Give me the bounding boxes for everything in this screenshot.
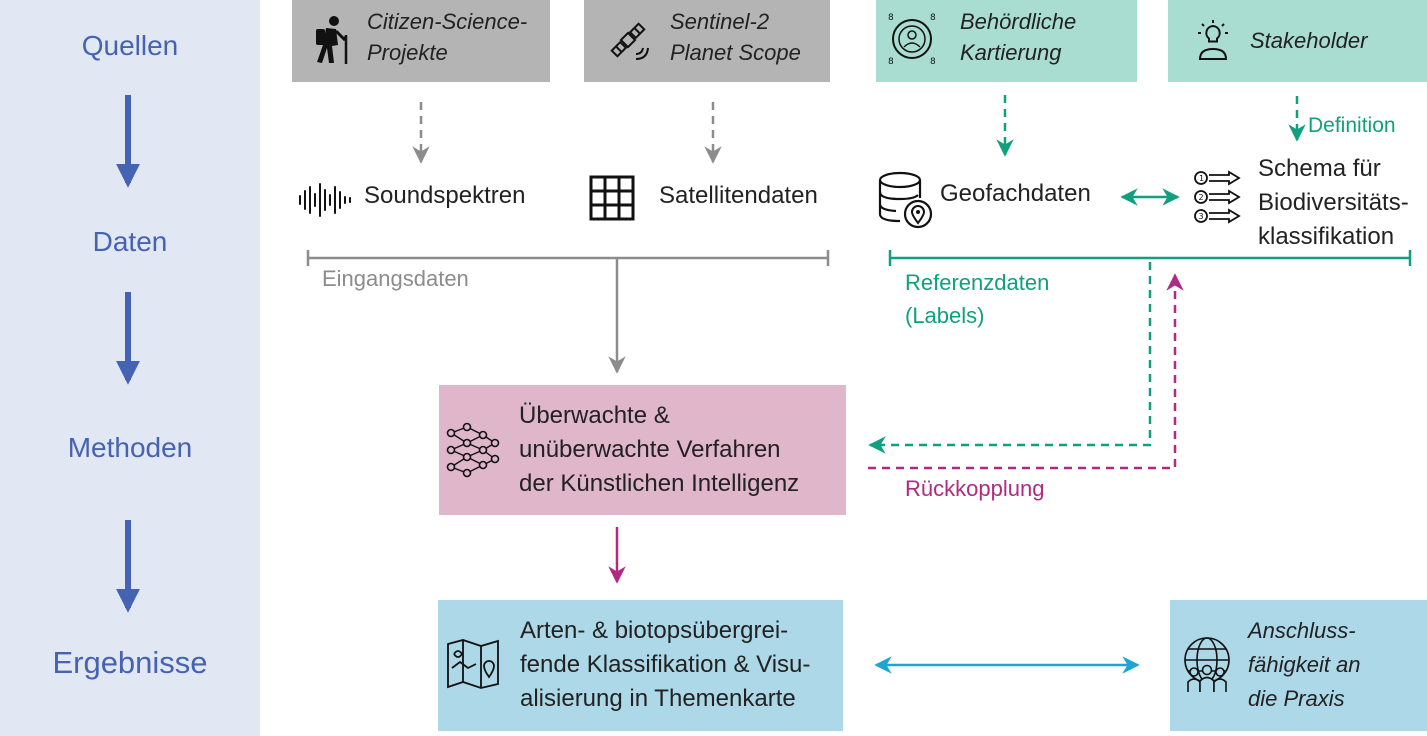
arrow-reference-to-method <box>868 262 1152 454</box>
result-box: Arten- & biotopsübergrei- fende Klassifi… <box>438 600 843 731</box>
satellite-icon <box>610 22 649 60</box>
svg-text:8: 8 <box>930 13 936 23</box>
source-citizen-label: Citizen-Science-Projekte <box>367 9 528 65</box>
svg-text:1: 1 <box>1199 174 1204 183</box>
grid-icon <box>589 175 635 221</box>
svg-text:2: 2 <box>1199 193 1204 202</box>
svg-text:8: 8 <box>930 57 936 66</box>
practice-box: Anschluss- fähigkeit an die Praxis <box>1170 600 1427 731</box>
svg-text:3: 3 <box>1199 212 1204 221</box>
authority-person-icon: 8 8 8 8 <box>888 13 936 66</box>
stage-results: Ergebnisse <box>52 645 208 680</box>
source-stakeholder: Stakeholder <box>1168 0 1427 82</box>
idea-person-icon <box>1198 20 1228 60</box>
sound-wave-icon <box>299 183 351 217</box>
folded-map-icon <box>447 639 499 689</box>
geodata-label: Geofachdaten <box>940 180 1091 207</box>
definition-label: Definition <box>1308 114 1396 137</box>
database-location-icon <box>878 171 933 229</box>
sound-spectra-label: Soundspektren <box>364 182 526 209</box>
neural-network-icon <box>446 422 500 478</box>
practice-label: Anschluss- fähigkeit an die Praxis <box>1248 618 1361 711</box>
stage-sources: Quellen <box>81 30 179 61</box>
source-citizen-science: Citizen-Science-Projekte <box>292 0 550 82</box>
numbered-list-icon: 1 2 3 <box>1194 170 1241 224</box>
method-box: Überwachte & unüberwachte Verfahren der … <box>439 385 846 515</box>
globe-community-icon <box>1184 637 1230 692</box>
stage-methods: Methoden <box>67 432 193 463</box>
result-label: Arten- & biotopsübergrei- fende Klassifi… <box>520 617 811 712</box>
svg-text:8: 8 <box>888 57 894 66</box>
reference-data-label: Referenzdaten (Labels) <box>905 270 1050 328</box>
input-data-label: Eingangsdaten <box>322 266 469 291</box>
hiker-icon <box>316 16 348 64</box>
svg-text:8: 8 <box>888 13 894 23</box>
schema-label: Schema für Biodiversitäts- klassifikatio… <box>1258 155 1409 250</box>
stage-data: Daten <box>92 226 168 257</box>
source-stakeholder-label: Stakeholder <box>1250 28 1368 53</box>
feedback-label: Rückkopplung <box>905 476 1045 501</box>
satellite-data-label: Satellitendaten <box>659 182 818 209</box>
method-label: Überwachte & unüberwachte Verfahren der … <box>519 402 800 497</box>
arrow-feedback <box>868 273 1184 470</box>
